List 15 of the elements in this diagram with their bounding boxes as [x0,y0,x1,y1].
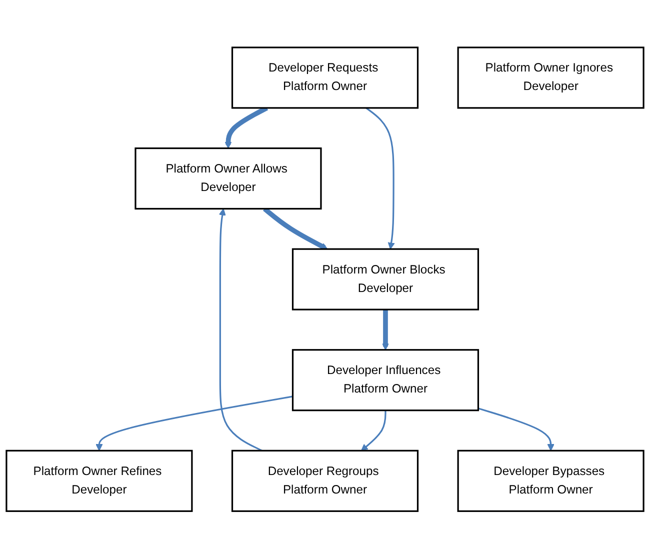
node-box: Platform Owner Ignores Developer [457,46,644,108]
arrow [360,410,386,451]
arrow [96,395,293,451]
node-box: Platform Owner Allows Developer [134,147,322,210]
node-box: Developer Requests Platform Owner [231,46,419,108]
arrow [382,309,390,350]
node-box: Developer Regroups Platform Owner [231,450,419,512]
arrow [262,206,328,250]
node-box: Platform Owner Blocks Developer [292,248,480,310]
node-box: Platform Owner Refines Developer [6,450,193,512]
arrow [218,208,262,452]
arrow [366,106,395,250]
node-box: Developer Bypasses Platform Owner [457,450,644,512]
arrow [478,407,554,451]
node-box: Developer Influences Platform Owner [292,348,480,411]
